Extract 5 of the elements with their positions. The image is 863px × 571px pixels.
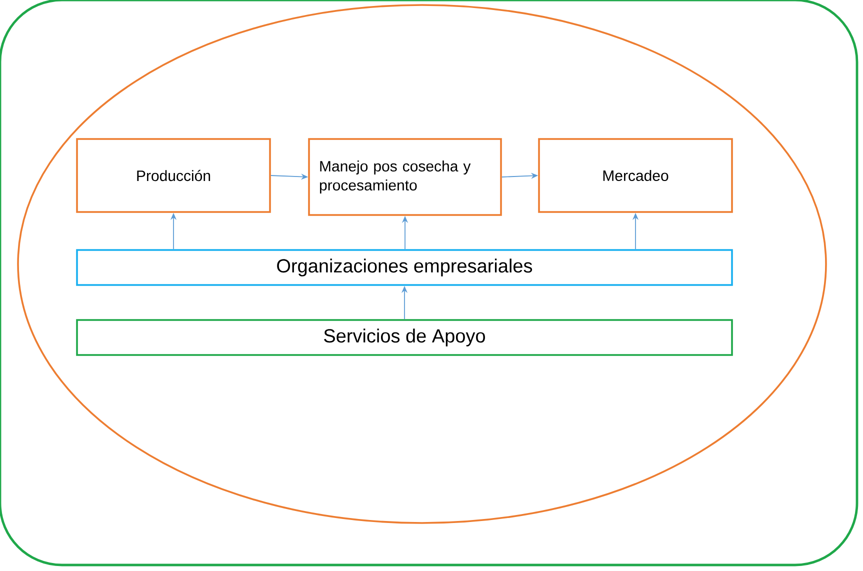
process-box: Producción [76,138,271,213]
process-box: Mercadeo [538,138,733,213]
process-box: Manejo pos cosecha y procesamiento [308,138,502,216]
organization-bar: Organizaciones empresariales [76,249,733,286]
support-bar: Servicios de Apoyo [76,319,733,356]
